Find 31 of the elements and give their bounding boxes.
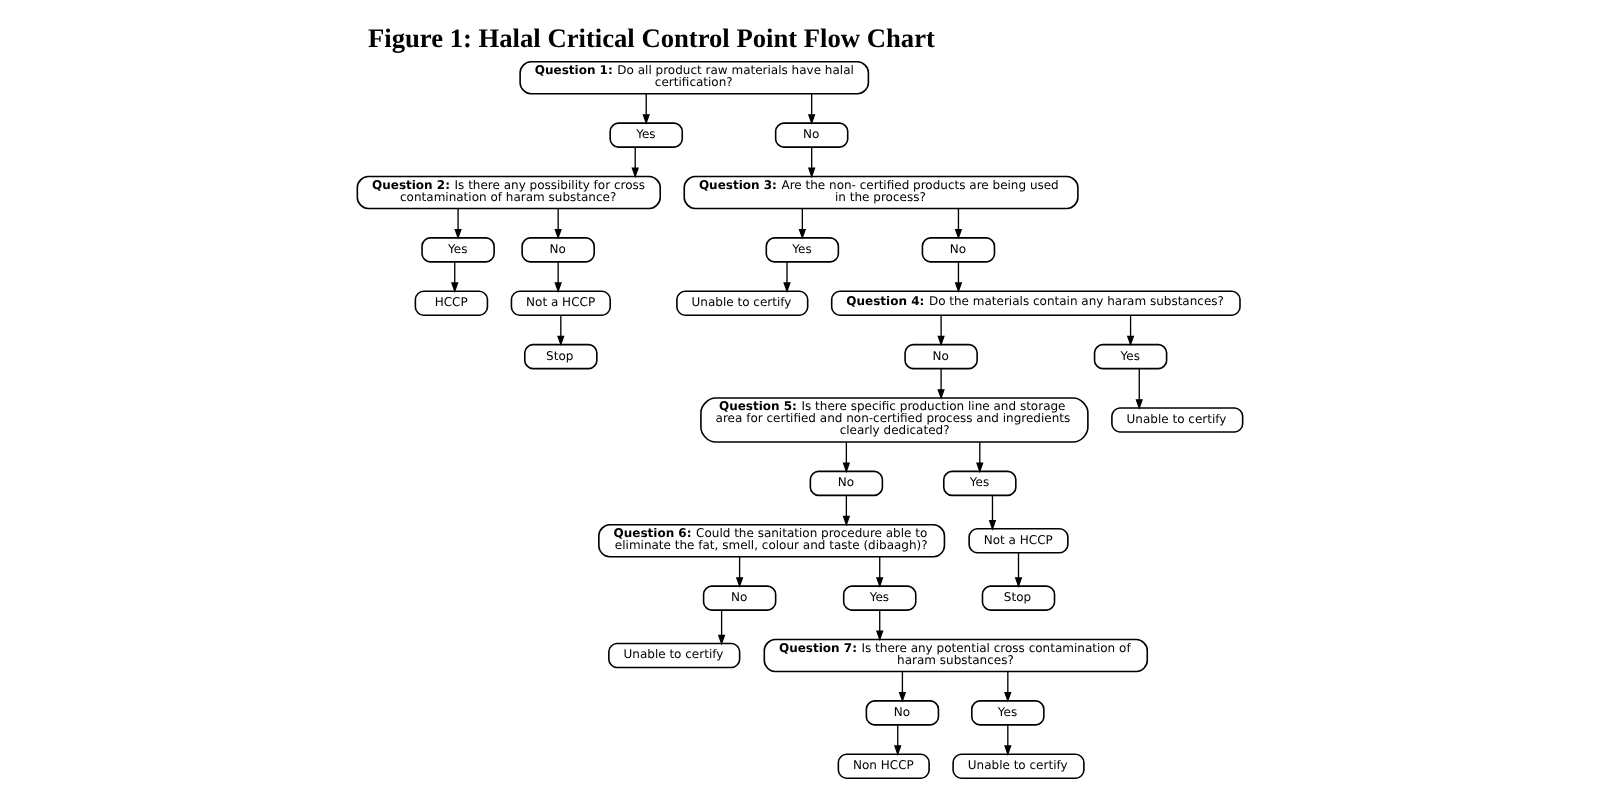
arrow [735,556,744,588]
arrow [937,314,945,347]
arrow [898,671,907,703]
arrow [1126,314,1135,347]
arrow [783,261,791,293]
arrow [642,93,650,125]
arrow [451,261,459,293]
arrow [894,724,902,756]
arrow [554,261,562,293]
arrow [557,314,565,347]
arrow [1004,671,1012,703]
arrow [454,208,462,240]
arrow [717,609,726,646]
arrow [876,556,884,588]
diagram-title: Figure 1: Halal Critical Control Point Flow Chart [368,23,935,54]
arrow [937,368,945,400]
arrow [1014,552,1023,588]
arrow [554,208,562,240]
arrow [954,261,963,293]
arrow [631,146,639,179]
arrow [876,609,884,642]
arrow [976,441,984,474]
arrow [842,441,851,474]
arrow [798,208,807,240]
arrow [1135,368,1143,410]
arrow [842,494,851,527]
arrow [807,146,816,179]
arrow [988,494,997,531]
arrow [1004,724,1012,756]
arrow [807,93,816,125]
arrow [954,208,963,240]
